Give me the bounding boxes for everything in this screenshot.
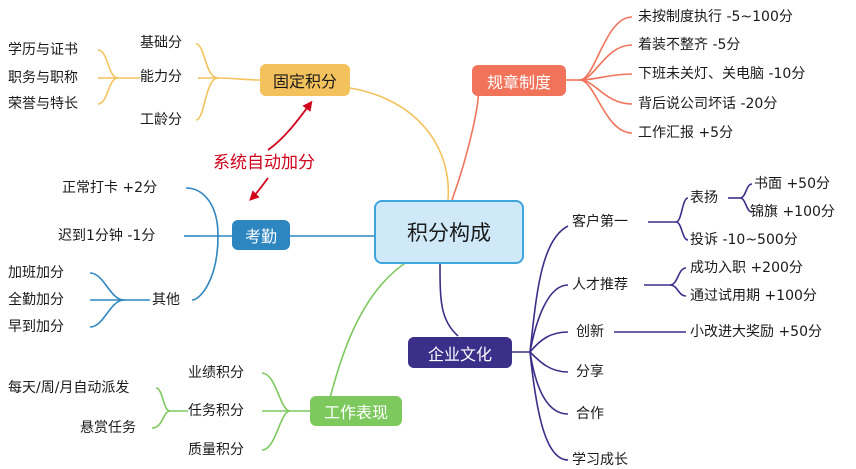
rules-item-lights: 下班未关灯、关电脑 -10分: [638, 66, 806, 82]
talent-item-hired: 成功入职 +200分: [690, 260, 803, 276]
connector-center-rules: [451, 89, 480, 201]
rules-node[interactable]: 规章制度: [472, 65, 566, 96]
rules-item-dress: 着装不整齐 -5分: [638, 37, 741, 53]
work-item-task: 任务积分: [188, 403, 244, 419]
work-performance-label: 工作表现: [323, 403, 388, 422]
other-item-early: 早到加分: [8, 319, 64, 335]
attendance-node[interactable]: 考勤: [232, 220, 290, 250]
rules-item-report: 工作汇报 +5分: [638, 125, 734, 141]
attendance-label: 考勤: [244, 227, 277, 246]
fixed-points-label: 固定积分: [272, 72, 337, 91]
task-item-auto-dispatch: 每天/周/月自动派发: [8, 380, 130, 396]
rules-label: 规章制度: [486, 72, 551, 92]
work-branch-lines: [151, 259, 411, 451]
rules-branch-lines: [451, 16, 633, 201]
innovation-item-reward: 小改进大奖励 +50分: [690, 324, 822, 340]
work-item-quality: 质量积分: [188, 442, 244, 458]
fixed-item-seniority: 工龄分: [140, 112, 182, 128]
fixed-points-node[interactable]: 固定积分: [260, 64, 350, 96]
ability-item-education: 学历与证书: [8, 42, 78, 58]
other-item-full-attendance: 全勤加分: [8, 292, 64, 308]
culture-item-innovation: 创新: [576, 324, 604, 340]
connector-center-culture: [439, 261, 459, 337]
rules-item-badmouth: 背后说公司坏话 -20分: [638, 96, 778, 112]
culture-branch-lines: [439, 183, 753, 461]
culture-item-talent: 人才推荐: [572, 277, 628, 293]
attendance-item-late: 迟到1分钟 -1分: [58, 228, 156, 244]
fixed-item-ability: 能力分: [140, 69, 182, 85]
culture-node[interactable]: 企业文化: [408, 337, 512, 368]
culture-label: 企业文化: [427, 344, 492, 364]
culture-item-share: 分享: [576, 364, 604, 380]
culture-item-customer: 客户第一: [572, 214, 628, 230]
culture-item-learning: 学习成长: [572, 452, 628, 468]
auto-bonus-annotation: 系统自动加分: [213, 153, 315, 173]
customer-praise-banner: 锦旗 +100分: [750, 204, 835, 220]
customer-praise-written: 书面 +50分: [754, 176, 830, 192]
attendance-branch-lines: [89, 187, 374, 328]
ability-item-honor: 荣誉与特长: [8, 96, 78, 112]
other-item-overtime: 加班加分: [8, 265, 64, 281]
connector-fixed-items: [217, 77, 261, 81]
talent-item-probation: 通过试用期 +100分: [690, 288, 817, 304]
customer-praise: 表扬: [690, 190, 718, 206]
task-item-bounty: 悬赏任务: [80, 420, 136, 436]
center-node[interactable]: 积分构成: [374, 200, 524, 264]
work-performance-node[interactable]: 工作表现: [310, 396, 402, 426]
work-item-performance: 业绩积分: [188, 365, 244, 381]
culture-item-cooperation: 合作: [576, 406, 604, 422]
center-node-label: 积分构成: [407, 221, 491, 245]
rules-item-not-follow: 未按制度执行 -5~100分: [638, 9, 793, 25]
fixed-item-basic: 基础分: [140, 35, 182, 51]
attendance-item-other: 其他: [152, 292, 180, 308]
fixed-branch-lines: [97, 43, 450, 201]
auto-bonus-arrow: [249, 100, 313, 201]
connector-center-fixed: [349, 87, 450, 201]
connector-center-work: [329, 259, 411, 399]
customer-complaint: 投诉 -10~500分: [690, 232, 798, 248]
ability-item-position: 职务与职称: [8, 70, 78, 86]
attendance-item-normal: 正常打卡 +2分: [62, 180, 158, 196]
